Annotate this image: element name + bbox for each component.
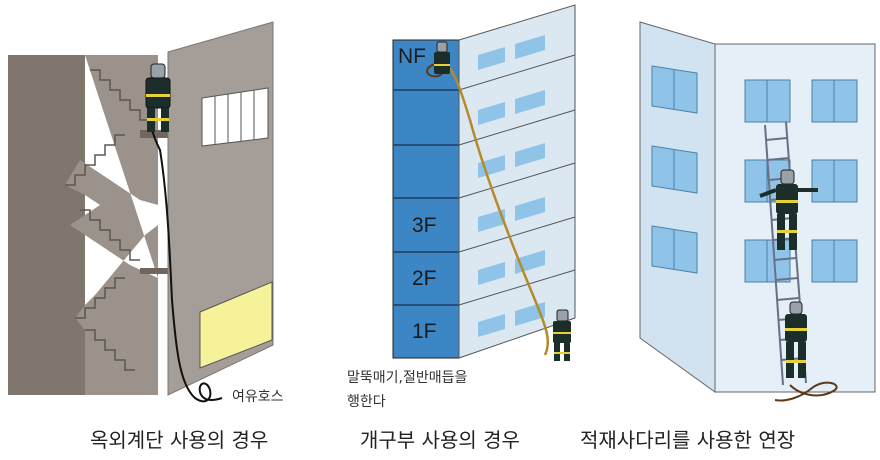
stair-side-wall	[8, 55, 85, 395]
caption-ladder: 적재사다리를 사용한 연장	[580, 428, 796, 452]
caption-outdoor-stairs: 옥외계단 사용의 경우	[90, 428, 269, 452]
stair-structure	[65, 55, 158, 395]
hose-line	[443, 61, 550, 356]
panel-opening: NF 3F 2F 1F	[392, 4, 576, 361]
building-front-face	[392, 39, 460, 359]
spare-hose-label: 여유호스	[232, 389, 284, 405]
firefighter-top-stairs	[145, 63, 171, 132]
instruction-line-2: 행한다	[347, 394, 386, 410]
left-wall-windows	[651, 65, 698, 274]
stair-landing-upper	[140, 130, 170, 138]
firefighter-window	[434, 41, 450, 74]
floor-label-1f: 1F	[412, 320, 437, 343]
yellow-door-panel	[199, 281, 273, 369]
floor-dividers	[393, 89, 459, 306]
building-windows	[201, 87, 269, 147]
hose-coil	[774, 381, 838, 402]
caption-opening: 개구부 사용의 경우	[360, 428, 520, 452]
firefighter-ladder-top	[759, 169, 818, 250]
instruction-line-1: 말뚝매기,절반매듭을	[347, 370, 468, 386]
floor-label-3f: 3F	[412, 214, 437, 237]
firefighter-ground	[553, 309, 571, 361]
side-windows	[458, 35, 576, 337]
hose-line	[148, 91, 223, 403]
floor-label-2f: 2F	[412, 267, 437, 290]
stair-landing-lower	[140, 268, 170, 274]
panel-ladder	[639, 21, 876, 402]
floor-label-nf: NF	[398, 45, 426, 68]
firefighter-ladder-bottom	[785, 301, 807, 378]
stair-steps	[65, 69, 150, 371]
panel-outdoor-stairs	[8, 21, 274, 403]
